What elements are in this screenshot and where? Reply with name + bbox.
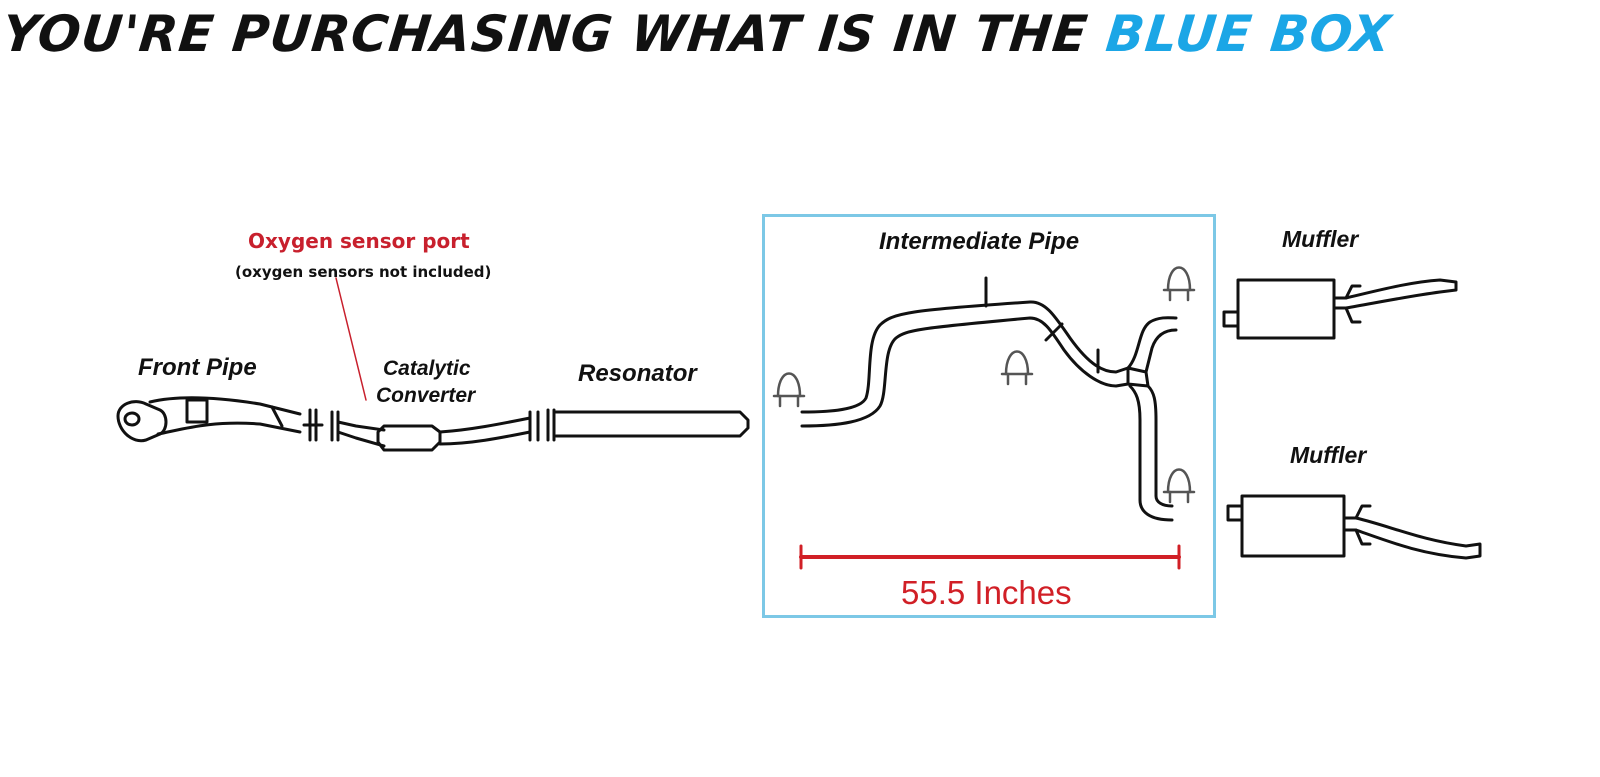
label-catalytic-line1: Catalytic <box>383 357 471 380</box>
intermediate-pipe-drawing <box>800 276 1178 522</box>
muffler-bottom-drawing <box>1226 494 1482 560</box>
front-pipe-drawing <box>116 396 324 443</box>
clamp-center <box>1000 350 1034 386</box>
label-front-pipe: Front Pipe <box>138 354 257 381</box>
clamp-left <box>772 372 806 408</box>
label-muffler-bottom: Muffler <box>1290 442 1367 468</box>
oxygen-sensor-note: (oxygen sensors not included) <box>235 263 492 281</box>
muffler-top-drawing <box>1222 278 1458 340</box>
oxygen-sensor-title: Oxygen sensor port <box>248 229 470 253</box>
purchase-highlight-box <box>762 214 1216 618</box>
catalytic-converter-drawing <box>330 410 540 452</box>
label-intermediate-pipe: Intermediate Pipe <box>879 228 1080 255</box>
length-measure-line <box>799 544 1181 570</box>
label-catalytic-line2: Converter <box>376 384 476 407</box>
label-muffler-top: Muffler <box>1282 226 1359 252</box>
length-measure-label: 55.5 Inches <box>901 574 1072 611</box>
sensor-pointer-line <box>335 277 367 401</box>
label-resonator: Resonator <box>578 360 697 387</box>
resonator-drawing <box>546 408 750 442</box>
clamp-top-right <box>1162 266 1196 302</box>
clamp-bottom-right <box>1162 468 1196 504</box>
